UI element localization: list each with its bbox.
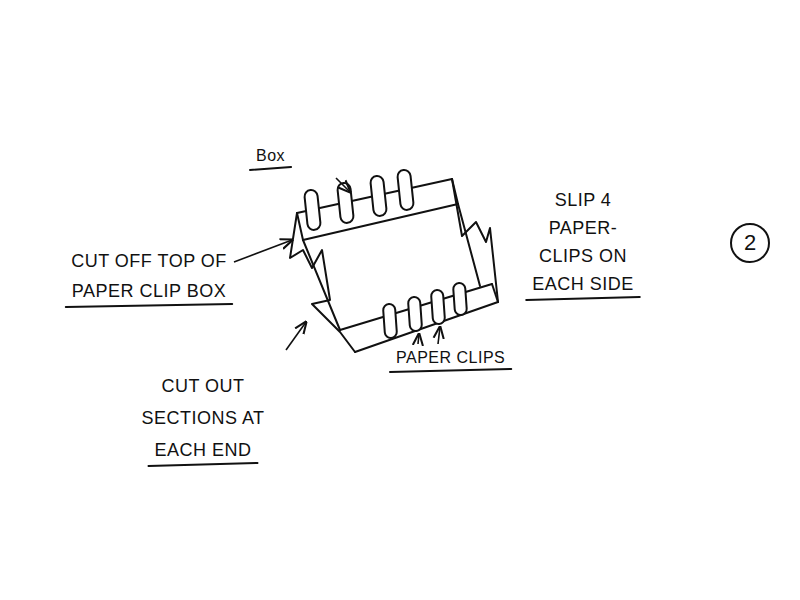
annotation: Box — [256, 146, 316, 166]
underline — [66, 304, 232, 307]
annotation-text: PAPER CLIPS — [396, 349, 505, 366]
leader-arrows — [234, 178, 440, 350]
annotation: CUT OFF TOP OF PAPER CLIP BOX — [68, 246, 230, 306]
page-number-circle: 2 — [730, 223, 770, 263]
paper-clip — [397, 169, 414, 210]
annotation: PAPER CLIPS — [396, 348, 536, 368]
paper-clips — [304, 169, 467, 338]
inner-corner — [458, 204, 480, 286]
paper-clip — [453, 283, 467, 316]
back-wall-edge — [297, 213, 303, 240]
underline — [250, 167, 291, 170]
underline — [526, 297, 640, 300]
underline — [148, 463, 257, 466]
front-wall-edge — [492, 284, 498, 302]
paper-clip — [408, 297, 422, 332]
annotation-text: SLIP 4 PAPER-CLIPS ON EACH SIDE — [532, 190, 634, 294]
annotation-text: CUT OUT SECTIONS AT EACH END — [141, 376, 264, 460]
annotation: SLIP 4 PAPER-CLIPS ON EACH SIDE — [522, 186, 644, 298]
paper-clip — [383, 304, 397, 339]
annotation-text: CUT OFF TOP OF PAPER CLIP BOX — [71, 251, 227, 301]
tray-drawing — [290, 179, 498, 352]
leader-arrow — [418, 334, 419, 344]
leader-arrow — [438, 327, 440, 344]
page-number: 2 — [744, 230, 756, 256]
paper-clip — [370, 175, 387, 216]
front-wall-base — [355, 302, 498, 352]
underline — [390, 369, 511, 372]
inner-corner — [303, 240, 340, 330]
leader-arrow — [234, 240, 292, 262]
paper-clip — [304, 189, 321, 230]
annotation: CUT OUT SECTIONS AT EACH END — [128, 370, 278, 466]
paper-clip — [431, 290, 445, 325]
annotation-text: Box — [256, 147, 285, 164]
leader-arrow — [286, 322, 306, 350]
leader-arrow — [336, 178, 350, 192]
